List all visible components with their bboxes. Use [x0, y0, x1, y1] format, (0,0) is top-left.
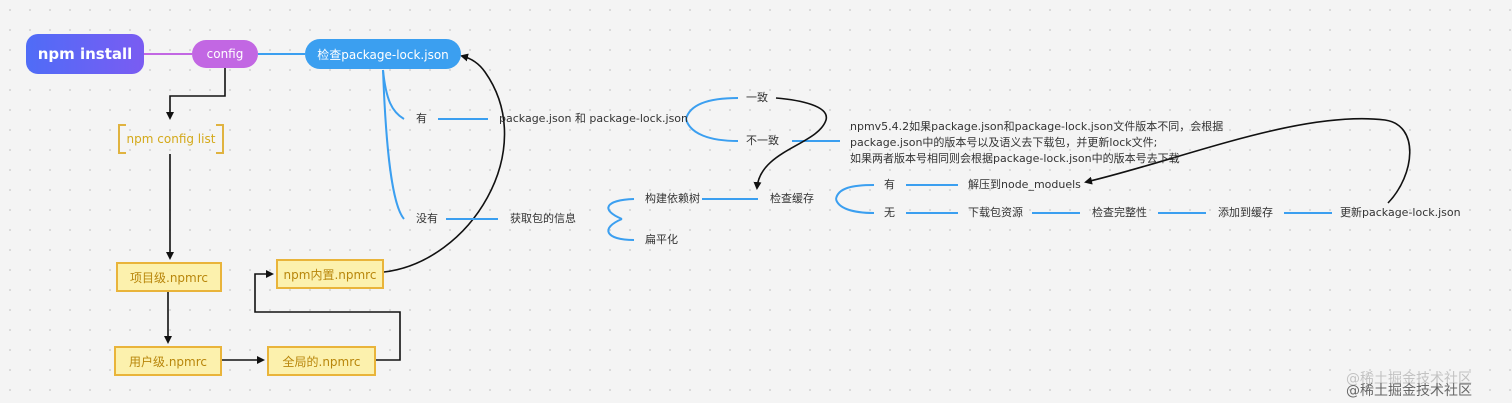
no-lock-label: 没有: [416, 212, 438, 225]
fetch-split-down: [607, 218, 635, 241]
cache-split-up: [835, 184, 875, 200]
build-tree-label: 构建依赖树: [645, 192, 700, 205]
integrity-label: 检查完整性: [1092, 206, 1147, 219]
unzip-label: 解压到node_moduels: [968, 178, 1081, 191]
global-npmrc-node: 全局的.npmrc: [267, 346, 376, 376]
watermark-ghost: @稀土掘金技术社区: [1346, 371, 1472, 387]
cache-none-label: 无: [884, 206, 895, 219]
version-note-line-1: npmv5.4.2如果package.json和package-lock.jso…: [850, 120, 1224, 133]
builtin-to-check-arrow: [383, 53, 506, 273]
has-lock-label: 有: [416, 112, 427, 125]
user-npmrc-node: 用户级.npmrc: [114, 346, 222, 376]
compare-split-down: [685, 118, 739, 142]
update-lock-label: 更新package-lock.json: [1340, 206, 1461, 219]
cache-split-down: [835, 198, 875, 214]
config-to-list-arrow: [166, 68, 226, 120]
consistent-to-cache-arrow: [753, 97, 827, 190]
builtin-npmrc-node: npm内置.npmrc: [276, 259, 384, 289]
watermark: @稀土掘金技术社区: [1346, 383, 1472, 399]
project-npmrc-node: 项目级.npmrc: [116, 262, 222, 292]
global-to-builtin-arrow: [254, 270, 401, 361]
version-note-line-3: 如果两者版本号相同则会根据package-lock.json中的版本号去下载: [850, 152, 1180, 165]
fetch-split-up: [607, 198, 635, 220]
add-cache-label: 添加到缓存: [1218, 206, 1273, 219]
inconsistent-label: 不一致: [746, 134, 779, 147]
npm-install-node: npm install: [26, 34, 144, 74]
check-cache-label: 检查缓存: [770, 192, 814, 205]
download-label: 下载包资源: [968, 206, 1023, 219]
fetch-info-label: 获取包的信息: [510, 212, 576, 225]
consistent-label: 一致: [746, 91, 768, 104]
npm-config-list-node: npm config list: [118, 124, 224, 154]
compare-label: package.json 和 package-lock.json: [499, 112, 689, 125]
version-note-line-2: package.json中的版本号以及语义去下载包，并更新lock文件;: [850, 136, 1158, 149]
check-to-has-branch: [382, 69, 405, 120]
flatten-label: 扁平化: [645, 233, 678, 246]
check-to-none-branch: [382, 69, 405, 220]
config-node: config: [192, 40, 258, 68]
cache-has-label: 有: [884, 178, 895, 191]
update-to-unzip-arrow: [1084, 117, 1411, 204]
compare-split-up: [685, 97, 739, 120]
check-lock-node: 检查package-lock.json: [305, 39, 461, 69]
